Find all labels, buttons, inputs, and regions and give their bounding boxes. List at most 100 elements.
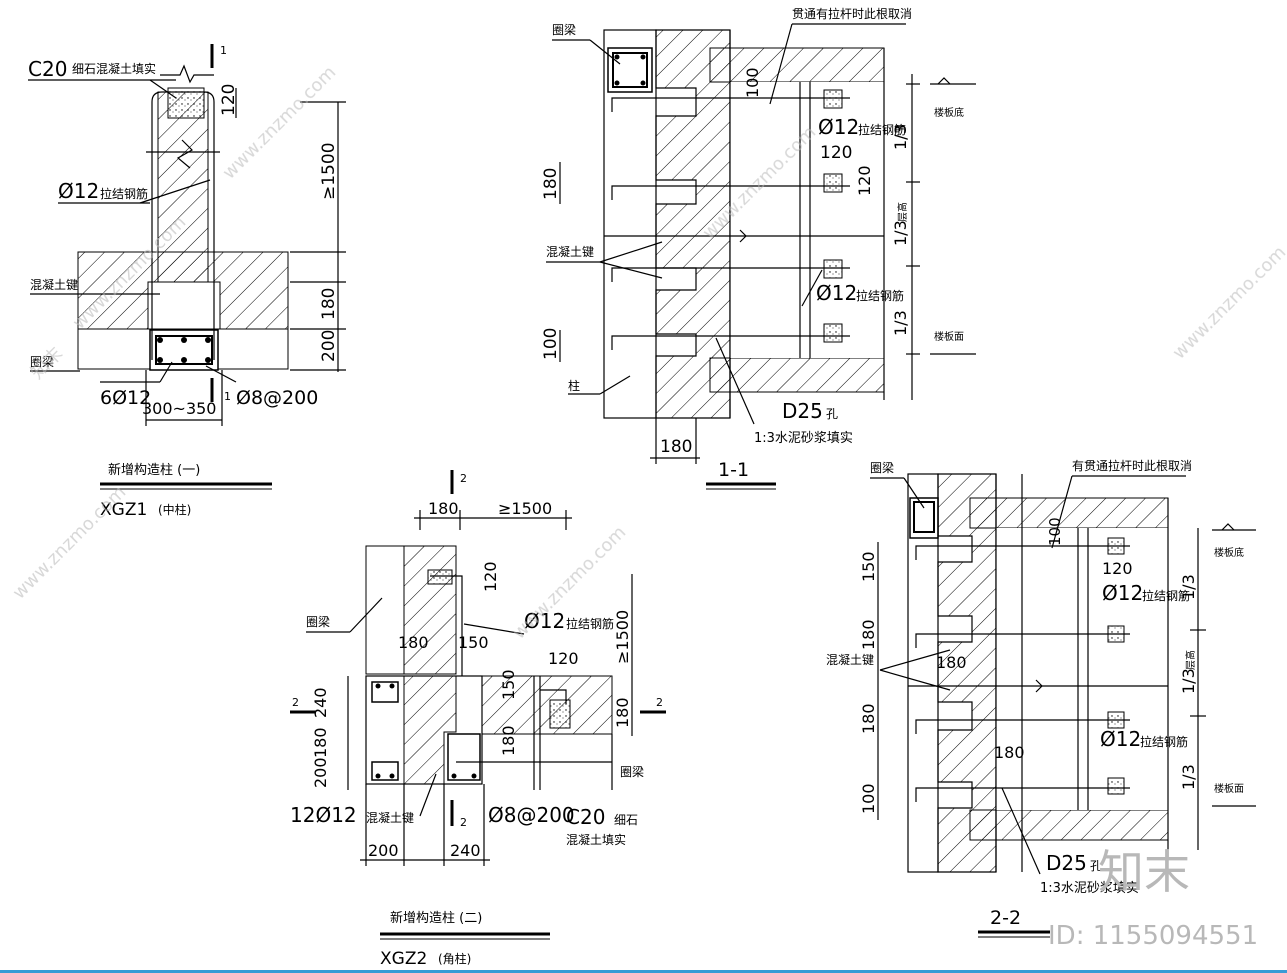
s22-tie-bar-note-1: 拉结钢筋 (1142, 588, 1190, 603)
s11-mortar: 1:3水泥砂浆填实 (754, 431, 853, 446)
s11-dim-120-b: 120 (855, 165, 874, 196)
xgz2-dim-180-a: 180 (398, 633, 429, 652)
s22-tie-bar-1: Ø12 (1102, 581, 1143, 605)
s11-tie-bar-1: Ø12 (818, 115, 859, 139)
s11-key: 混凝土键 (546, 244, 594, 259)
xgz2-dim-200-left: 200 (311, 757, 330, 788)
xgz2-dim-180-b: 180 (499, 725, 518, 756)
s22-third-3: 1/3 (1179, 764, 1198, 790)
s22-floor-top: 楼板面 (1214, 782, 1244, 795)
s22-dim-180-mid: 180 (936, 653, 967, 672)
xgz2-dim-240-bottom: 240 (450, 841, 481, 860)
s22-mortar: 1:3水泥砂浆填实 (1040, 881, 1139, 896)
xgz1-stirrup-label: Ø8@200 (236, 387, 318, 409)
s11-third-3: 1/3 (891, 310, 910, 336)
xgz2-infill-note-2: 混凝土填实 (566, 832, 626, 847)
s11-height-note: 层高 (896, 202, 909, 222)
xgz1-width-label: 300~350 (142, 399, 216, 418)
s11-third-1: 1/3 (891, 124, 910, 150)
xgz1-infill-note: 细石混凝土填实 (72, 61, 156, 76)
xgz2-dim-240-left: 240 (311, 687, 330, 718)
s22-hole-note: 孔 (1090, 859, 1102, 873)
xgz1-main-bar-label: 6Ø12 (100, 387, 151, 409)
s11-dim-100-left: 100 (541, 328, 561, 360)
s22-tie-bar-note-2: 拉结钢筋 (1140, 734, 1188, 749)
xgz2-drawing: 180 ≥1500 120 180 150 120 ≥1500 180 240 … (290, 470, 666, 969)
watermark-brand-1: 知末 (27, 343, 67, 383)
xgz1-key-label: 混凝土键 (30, 277, 78, 292)
s11-floor-bottom: 楼板底 (934, 106, 964, 119)
s11-title: 1-1 (718, 459, 749, 481)
xgz1-title: 新增构造柱 (一) (108, 462, 200, 478)
xgz1-section-mark-bottom: 1 (224, 390, 231, 403)
s22-dim-120: 120 (1102, 559, 1133, 578)
xgz1-dim-120: 120 (219, 84, 239, 116)
xgz2-dim-200-bottom: 200 (368, 841, 399, 860)
xgz2-main-bar: 12Ø12 (290, 803, 357, 827)
s22-dim-150: 150 (859, 551, 878, 582)
xgz2-dim-120-b: 120 (548, 649, 579, 668)
xgz2-tie-bar-note: 拉结钢筋 (566, 616, 614, 631)
xgz2-code: XGZ2 (380, 949, 427, 969)
xgz1-drawing: 1 1 ≥1500 180 200 120 300~350 C20 细石混凝土填… (28, 44, 346, 520)
watermark-site-5: www.znzmo.com (1169, 242, 1287, 364)
section-1-1-drawing: 1/3 1/3 1/3 层高 楼板底 楼板面 180 100 100 120 1… (541, 6, 976, 490)
s22-title: 2-2 (990, 907, 1021, 929)
s11-ring-beam: 圈梁 (552, 22, 576, 37)
xgz1-tie-bar-note: 拉结钢筋 (100, 186, 148, 201)
xgz1-dim-1500: ≥1500 (319, 142, 339, 200)
s22-dim-180-b: 180 (859, 703, 878, 734)
xgz2-stirrup: Ø8@200 (488, 803, 575, 827)
bottom-accent-bar (0, 970, 1287, 973)
xgz2-tie-bar: Ø12 (524, 609, 565, 633)
s22-key: 混凝土键 (826, 652, 874, 667)
s22-ring-beam: 圈梁 (870, 460, 894, 475)
xgz2-dim-120-a: 120 (481, 561, 500, 592)
s22-floor-bottom: 楼板底 (1214, 546, 1244, 559)
xgz2-dim-180-left: 180 (311, 727, 330, 758)
s22-dim-100-left: 100 (859, 783, 878, 814)
xgz2-ring-beam-2: 圈梁 (620, 764, 644, 779)
xgz2-title: 新增构造柱 (二) (390, 910, 482, 926)
watermark-id: ID: 1155094551 (1048, 921, 1258, 951)
s22-note-top: 有贯通拉杆时此根取消 (1072, 458, 1192, 473)
xgz2-dim-1500-top: ≥1500 (498, 499, 552, 518)
s22-third-2: 1/3 (1179, 668, 1198, 694)
xgz1-code-note: (中柱) (158, 502, 191, 517)
xgz2-mark-bottom: 2 (460, 816, 467, 829)
xgz1-tie-bar-label: Ø12 (58, 179, 99, 203)
xgz1-ring-beam-label: 圈梁 (30, 354, 54, 369)
xgz1-dim-200: 200 (319, 330, 339, 362)
xgz2-code-note: (角柱) (438, 951, 471, 966)
s11-note-top: 贯通有拉杆时此根取消 (792, 6, 912, 21)
xgz2-key: 混凝土键 (366, 810, 414, 825)
xgz2-mark-left: 2 (292, 696, 299, 709)
s22-dim-100-top: 100 (1046, 517, 1064, 546)
s11-dim-180-bottom: 180 (660, 437, 692, 457)
xgz2-dim-180-top: 180 (428, 499, 459, 518)
xgz2-dim-150-b: 150 (499, 669, 518, 700)
s11-tie-bar-2: Ø12 (816, 281, 857, 305)
xgz1-dim-180: 180 (319, 288, 339, 320)
xgz1-code: XGZ1 (100, 500, 147, 520)
xgz2-mark-right: 2 (656, 696, 663, 709)
xgz1-section-mark-top: 1 (220, 44, 227, 57)
s11-tie-bar-note-2: 拉结钢筋 (856, 288, 904, 303)
xgz1-infill-label: C20 (28, 57, 67, 81)
watermark-site-6: www.znzmo.com (9, 482, 131, 604)
s22-dim-180-low: 180 (994, 743, 1025, 762)
s11-third-2: 1/3 (891, 220, 910, 246)
s11-dim-120-a: 120 (820, 143, 852, 163)
s22-hole: D25 (1046, 851, 1087, 875)
xgz2-dim-150-a: 150 (458, 633, 489, 652)
xgz2-dim-180-right: 180 (613, 697, 632, 728)
s11-tie-bar-note-1: 拉结钢筋 (858, 122, 906, 137)
s22-tie-bar-2: Ø12 (1100, 727, 1141, 751)
s22-third-1: 1/3 (1179, 574, 1198, 600)
s22-height-note: 层高 (1184, 650, 1197, 670)
s11-hole: D25 (782, 399, 823, 423)
s11-dim-180-left: 180 (541, 168, 561, 200)
s22-dim-180-a: 180 (859, 619, 878, 650)
xgz2-infill: C20 (566, 805, 605, 829)
